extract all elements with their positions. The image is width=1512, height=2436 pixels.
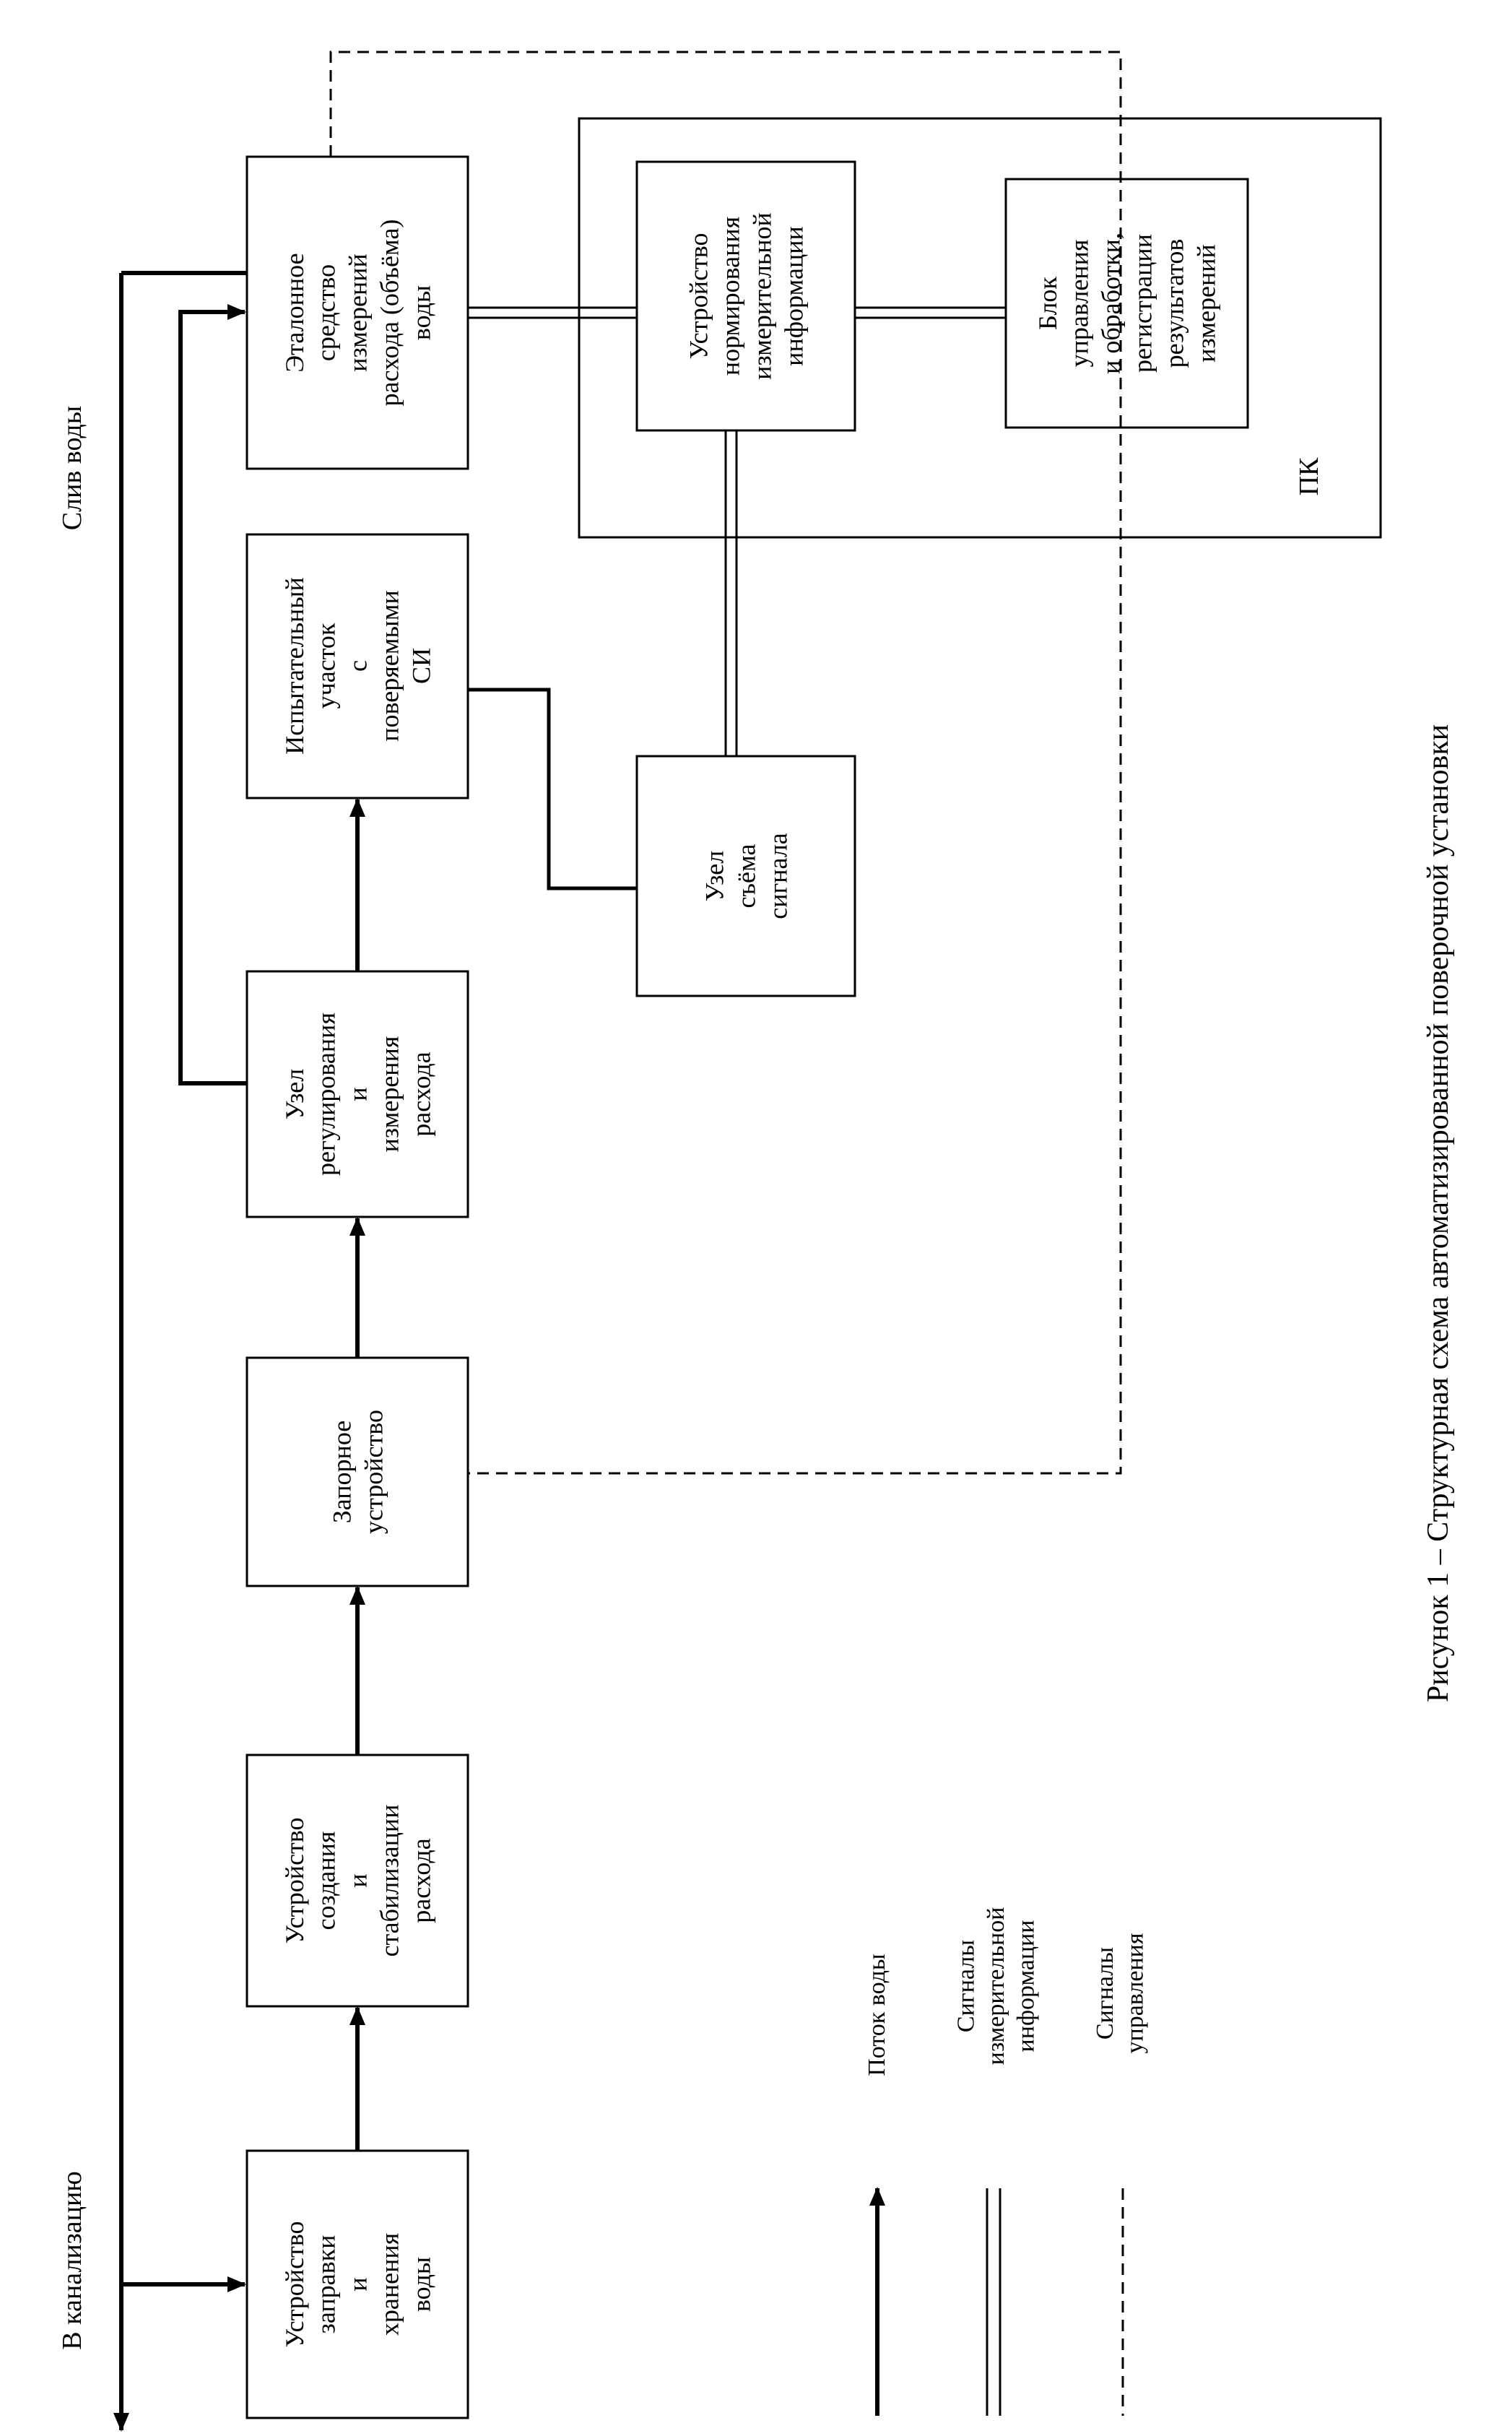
block-test-line: поверяемыми	[375, 590, 404, 742]
block-control-line: Блок	[1033, 277, 1062, 330]
block-storage-line: Устройство	[280, 2221, 309, 2347]
block-reference	[246, 155, 469, 470]
block-shutoff-line: устройство	[360, 1410, 388, 1534]
legend-measurement-text-line: информации	[1012, 1920, 1039, 2053]
block-test-line: Испытательный	[280, 577, 309, 754]
block-regulation-line: измерения	[375, 1036, 404, 1153]
block-normalizing-line: Устройство	[685, 233, 713, 359]
block-normalizing-line: информации	[779, 226, 808, 366]
block-creation-line: расхода	[407, 1838, 435, 1923]
block-storage-line: и	[344, 2277, 373, 2291]
block-reference-line: Эталонное	[280, 253, 309, 372]
block-creation-line: Устройство	[280, 1817, 309, 1943]
legend-control-text-line: управления	[1122, 1933, 1149, 2053]
figure-caption: Рисунок 1 – Структурная схема автоматизи…	[1422, 724, 1455, 1702]
block-signal-line: съёма	[732, 844, 761, 908]
block-test-line: СИ	[407, 648, 435, 684]
block-shutoff	[246, 1356, 469, 1587]
block-reference-line: измерений	[344, 253, 373, 372]
block-test-line: участок	[312, 623, 341, 708]
legend-measurement-text-line: Сигналы	[952, 1940, 979, 2032]
block-normalizing-line: нормирования	[716, 217, 745, 376]
label-drain: Слив воды	[57, 406, 87, 531]
block-signal-line: сигнала	[764, 833, 793, 919]
block-creation-line: стабилизации	[375, 1805, 404, 1957]
block-storage-line: воды	[407, 2257, 435, 2312]
block-control-line: измерений	[1191, 244, 1220, 363]
legend-flow-text: Поток воды	[864, 1954, 890, 2076]
block-control-line: регистрации	[1129, 234, 1157, 373]
meas-normalizing-signal	[724, 430, 738, 756]
legend-measurement-text-line: измерительной	[983, 1907, 1009, 2066]
block-control	[1004, 178, 1249, 429]
pc-label: ПК	[1294, 457, 1324, 495]
legend-control-text-line: Сигналы	[1092, 1947, 1118, 2040]
block-control-line: и обработки,	[1097, 233, 1126, 374]
line-test-to-signal	[468, 688, 637, 890]
block-regulation-line: расхода	[407, 1052, 435, 1136]
meas-normalizing-control	[855, 306, 1006, 319]
block-creation-line: создания	[312, 1832, 341, 1930]
block-storage-line: заправки	[312, 2235, 341, 2334]
block-shutoff-line: Запорное	[328, 1421, 357, 1524]
block-control-line: результатов	[1160, 239, 1189, 368]
flow-bypass-regulation-reference	[178, 304, 247, 1085]
block-signal	[635, 755, 856, 997]
block-reference-line: средство	[312, 264, 341, 361]
block-regulation-line: и	[344, 1087, 373, 1101]
block-storage-line: хранения	[375, 2233, 404, 2336]
block-regulation-line: Узел	[280, 1069, 309, 1120]
meas-reference-normalizing	[468, 306, 637, 319]
block-normalizing-line: измерительной	[748, 212, 777, 380]
block-normalizing	[635, 160, 856, 432]
label-sewer: В канализацию	[57, 2171, 87, 2349]
block-regulation-line: регулирования	[312, 1013, 341, 1176]
block-signal-line: Узел	[700, 851, 729, 902]
block-creation-line: и	[344, 1873, 373, 1887]
legend-measurement-lines	[986, 2188, 1002, 2416]
pc-container	[578, 117, 1382, 539]
block-reference-line: расхода (объёма)	[375, 220, 404, 407]
block-reference-line: воды	[407, 285, 435, 340]
block-control-line: управления	[1065, 240, 1094, 368]
block-test-line: с	[344, 660, 373, 672]
